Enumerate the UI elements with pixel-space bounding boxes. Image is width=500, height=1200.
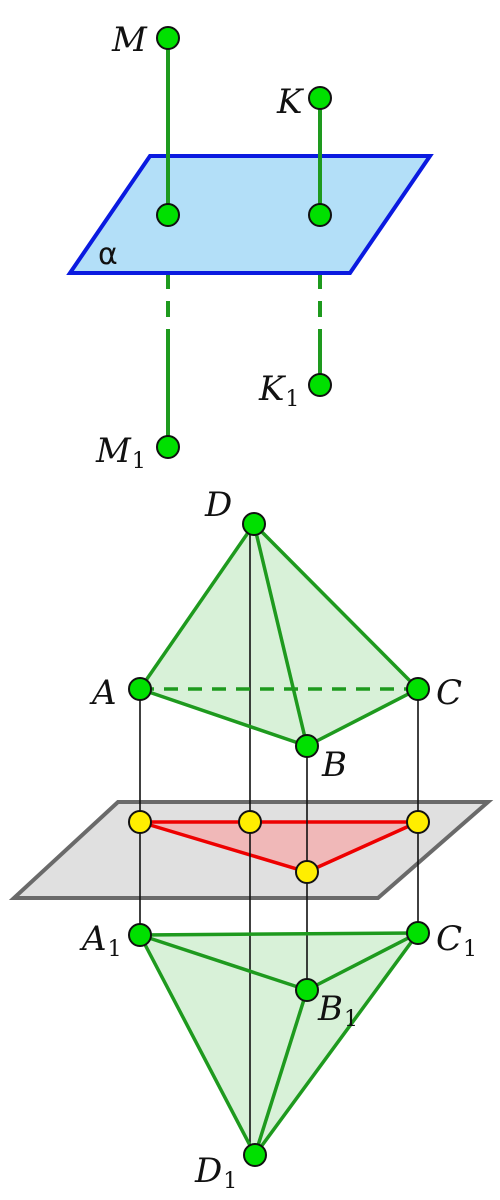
edge-a1-c1 xyxy=(139,931,419,937)
label-d: D xyxy=(204,485,232,525)
edge-b1-d1 xyxy=(253,989,309,1156)
edge-d-b xyxy=(252,523,309,747)
point-m xyxy=(156,26,180,50)
label-m: M xyxy=(111,20,148,60)
projected-point-c xyxy=(406,810,430,834)
label-c1: C1 xyxy=(436,919,477,962)
point-c1 xyxy=(406,921,430,945)
label-k: K xyxy=(276,82,305,122)
point-k xyxy=(308,86,332,110)
plane-alpha-label: α xyxy=(98,237,118,272)
point-k-on-plane xyxy=(308,203,332,227)
point-m-on-plane xyxy=(156,203,180,227)
label-a1: A1 xyxy=(79,919,122,962)
edge-d-c xyxy=(252,522,420,691)
point-d xyxy=(242,512,266,536)
label-b1: B1 xyxy=(317,989,358,1032)
top-figure: α M K K1 M1 xyxy=(66,20,434,474)
label-c: C xyxy=(436,673,462,713)
edge-a1-b1 xyxy=(139,933,308,992)
projected-point-d xyxy=(238,810,262,834)
plane-alpha xyxy=(66,154,434,275)
edge-d-a xyxy=(138,523,256,690)
label-m1: M1 xyxy=(95,431,146,474)
projected-triangle xyxy=(139,820,419,874)
edge-a1-d1 xyxy=(138,934,257,1156)
point-a xyxy=(128,677,152,701)
label-k1: K1 xyxy=(258,369,299,412)
point-a1 xyxy=(128,923,152,947)
point-b1 xyxy=(295,978,319,1002)
label-d1: D1 xyxy=(194,1151,237,1194)
tetra-lower-face xyxy=(140,933,418,1155)
edge-a-b xyxy=(139,687,308,748)
point-k1 xyxy=(308,373,332,397)
point-m1 xyxy=(156,435,180,459)
edge-b-c xyxy=(306,687,419,748)
edge-c1-d1 xyxy=(253,931,420,1157)
point-b xyxy=(295,734,319,758)
point-c xyxy=(406,677,430,701)
point-d1 xyxy=(243,1143,267,1167)
label-a: A xyxy=(89,673,117,713)
bottom-figure: D A C B A1 C1 B1 D1 xyxy=(8,485,494,1194)
projected-point-b xyxy=(295,860,319,884)
label-b: B xyxy=(321,745,347,785)
projected-point-a xyxy=(128,810,152,834)
edge-b1-c1 xyxy=(306,931,419,992)
